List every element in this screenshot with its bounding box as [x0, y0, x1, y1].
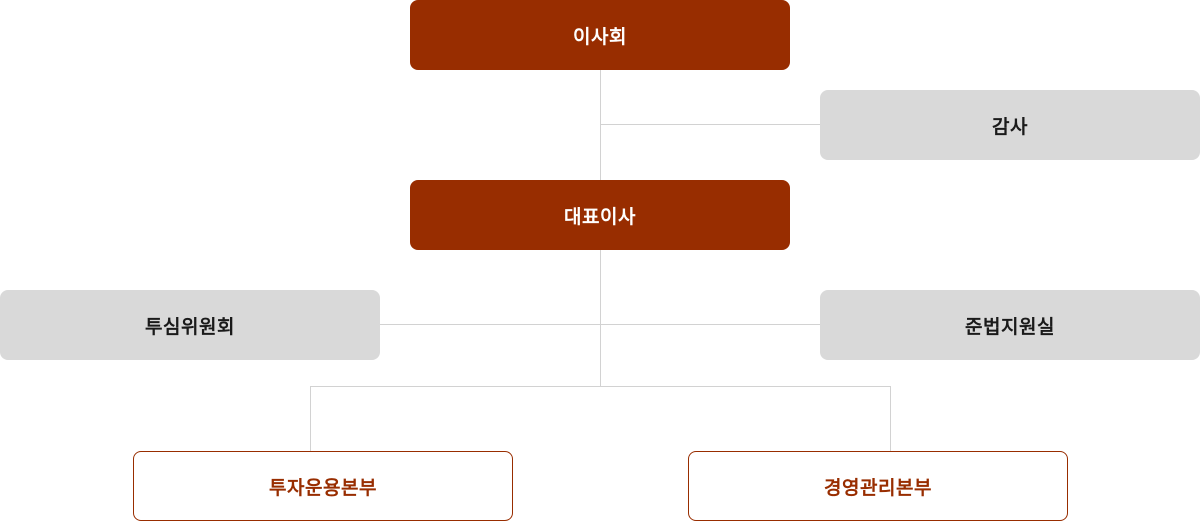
auditor-box: 감사 [820, 90, 1200, 160]
connector-board-to-ceo [600, 70, 601, 180]
board-box: 이사회 [410, 0, 790, 70]
connector-to-auditor [600, 124, 820, 125]
investment-committee-box: 투심위원회 [0, 290, 380, 360]
connector-to-compliance-office [600, 324, 820, 325]
investment-committee-label: 투심위원회 [145, 315, 235, 338]
investment-division-label: 투자운용본부 [269, 476, 377, 499]
connector-ceo-down [600, 250, 601, 386]
ceo-box: 대표이사 [410, 180, 790, 250]
board-label: 이사회 [573, 25, 627, 48]
connector-divisions-horizontal [310, 386, 891, 387]
ceo-label: 대표이사 [564, 205, 636, 228]
auditor-label: 감사 [992, 115, 1028, 138]
connector-to-investment-division [310, 386, 311, 451]
connector-to-investment-committee [380, 324, 600, 325]
compliance-office-box: 준법지원실 [820, 290, 1200, 360]
connector-to-management-division [890, 386, 891, 451]
management-division-label: 경영관리본부 [824, 476, 932, 499]
investment-division-box: 투자운용본부 [133, 451, 513, 521]
compliance-office-label: 준법지원실 [965, 315, 1055, 338]
management-division-box: 경영관리본부 [688, 451, 1068, 521]
